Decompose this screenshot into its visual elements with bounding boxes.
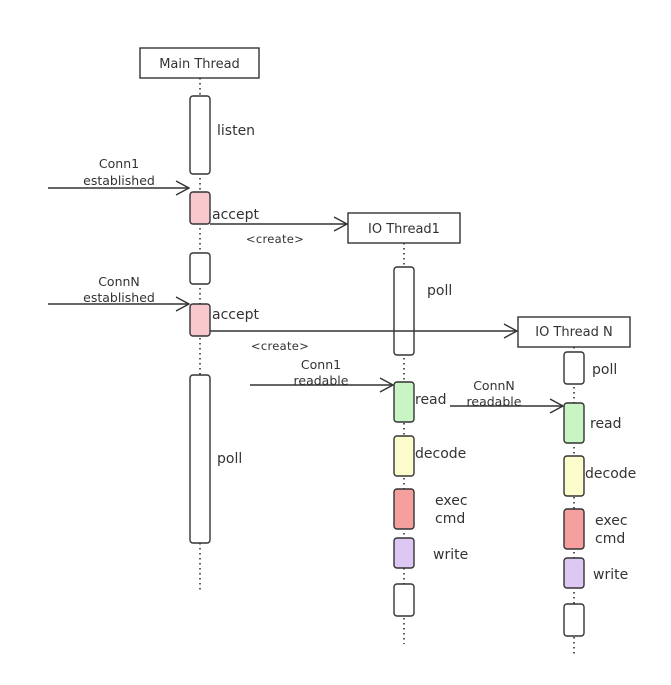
io-threadn-title: IO Thread N bbox=[535, 325, 613, 340]
main-acceptn-activation bbox=[189, 303, 211, 337]
main-idle-activation bbox=[189, 252, 211, 285]
io1-read-activation bbox=[393, 381, 415, 423]
main-accept1-label: accept bbox=[212, 207, 259, 223]
ion-idle-activation bbox=[563, 603, 585, 637]
create-io-thread1-label: <create> bbox=[246, 232, 304, 246]
main-accept1-activation bbox=[189, 191, 211, 225]
main-acceptn-label: accept bbox=[212, 307, 259, 323]
io1-write-label: write bbox=[433, 547, 468, 563]
io1-decode-activation bbox=[393, 435, 415, 477]
conn1-readable-label-line2: readable bbox=[294, 373, 349, 388]
io1-poll-label: poll bbox=[427, 283, 452, 299]
ion-decode-activation bbox=[563, 455, 585, 497]
connn-established-label-line2: established bbox=[83, 290, 155, 305]
create-io-threadn-label: <create> bbox=[251, 339, 309, 353]
conn1-established-label-line2: established bbox=[83, 173, 155, 188]
connn-established-label-line1: ConnN bbox=[98, 274, 140, 289]
io1-idle-activation bbox=[393, 583, 415, 617]
ion-exec-label-line1: exec bbox=[595, 513, 628, 529]
ion-write-activation bbox=[563, 557, 585, 589]
connn-readable-label-line1: ConnN bbox=[473, 378, 515, 393]
io1-exec-label-line2: cmd bbox=[435, 511, 465, 527]
ion-write-label: write bbox=[593, 567, 628, 583]
ion-poll-label: poll bbox=[592, 362, 617, 378]
main-poll-activation bbox=[189, 374, 211, 544]
io-threadn-box: IO Thread N bbox=[517, 316, 631, 348]
create-io-thread1-arrow bbox=[210, 216, 349, 232]
main-thread-title: Main Thread bbox=[159, 57, 240, 72]
io1-exec-activation bbox=[393, 488, 415, 530]
ion-read-activation bbox=[563, 402, 585, 444]
ion-decode-label: decode bbox=[585, 466, 636, 482]
ion-read-label: read bbox=[590, 416, 622, 432]
main-listen-label: listen bbox=[217, 123, 255, 139]
conn1-readable-arrow bbox=[250, 377, 395, 393]
ion-exec-activation bbox=[563, 508, 585, 550]
io1-poll-activation bbox=[393, 266, 415, 356]
connn-established-arrow bbox=[48, 296, 191, 312]
main-thread-box: Main Thread bbox=[139, 47, 260, 79]
conn1-established-label-line1: Conn1 bbox=[99, 156, 139, 171]
conn1-readable-label-line1: Conn1 bbox=[301, 357, 341, 372]
conn1-established-arrow bbox=[48, 180, 191, 196]
ion-poll-activation bbox=[563, 351, 585, 385]
io1-write-activation bbox=[393, 537, 415, 569]
io1-read-label: read bbox=[415, 392, 447, 408]
io1-exec-label-line1: exec bbox=[435, 493, 468, 509]
main-poll-label: poll bbox=[217, 451, 242, 467]
io-thread1-title: IO Thread1 bbox=[368, 222, 440, 237]
ion-exec-label-line2: cmd bbox=[595, 531, 625, 547]
io-thread1-box: IO Thread1 bbox=[347, 212, 461, 244]
connn-readable-label-line2: readable bbox=[467, 394, 522, 409]
create-io-threadn-arrow bbox=[210, 323, 519, 339]
connn-readable-arrow bbox=[450, 398, 565, 414]
main-listen-activation bbox=[189, 95, 211, 175]
io1-decode-label: decode bbox=[415, 446, 466, 462]
